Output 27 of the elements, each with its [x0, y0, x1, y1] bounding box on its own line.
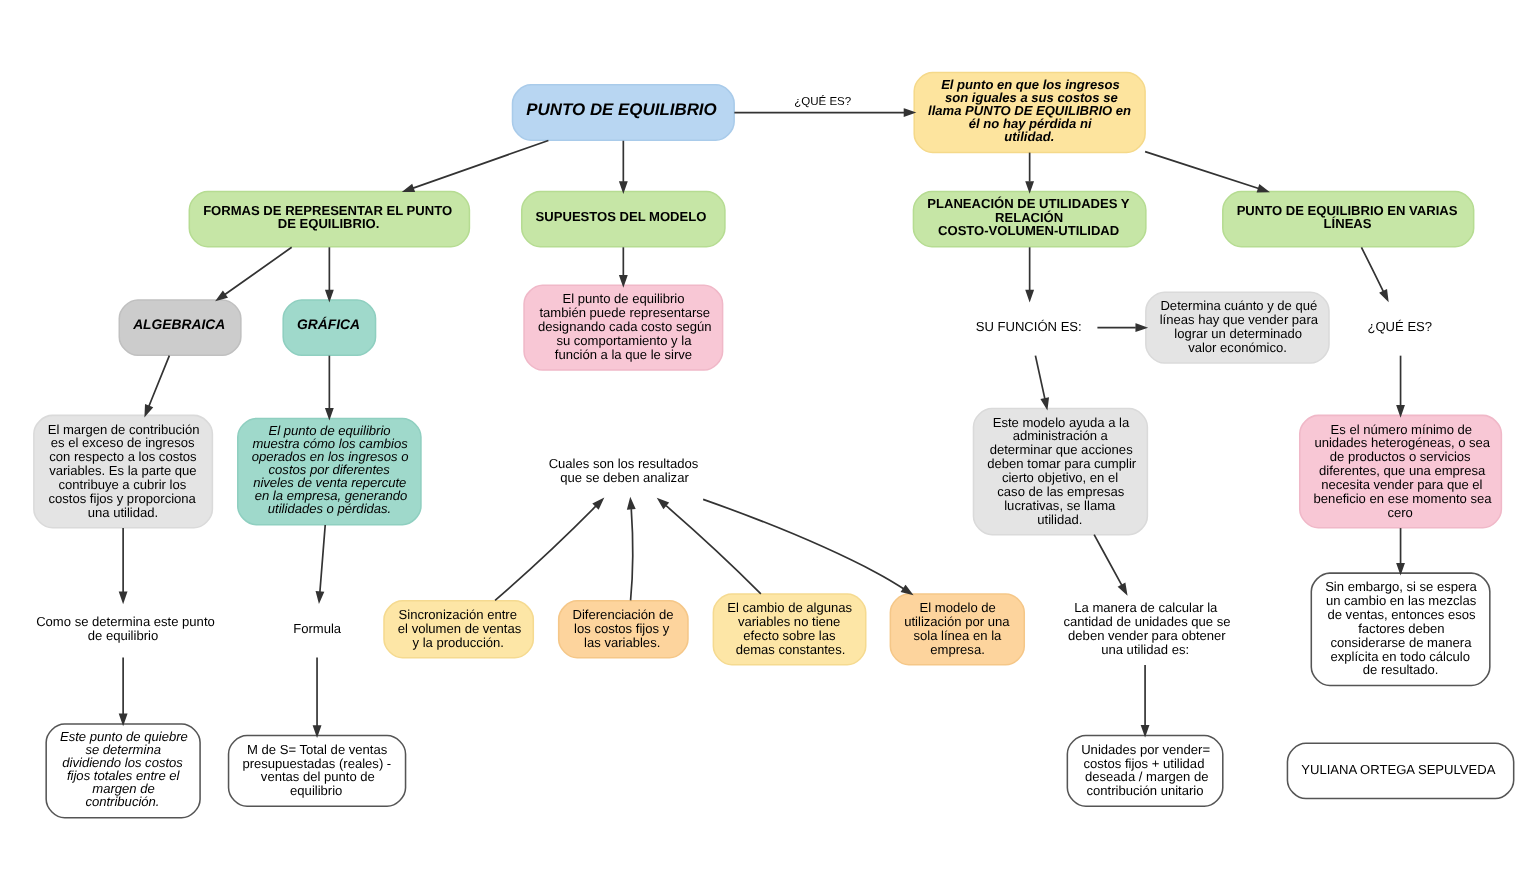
arrow — [144, 353, 171, 417]
arrow — [118, 526, 128, 604]
arrow — [1034, 353, 1050, 410]
arrow — [1093, 532, 1128, 595]
arrow — [656, 496, 762, 594]
arrow — [118, 655, 128, 726]
arrow — [1096, 322, 1149, 332]
arrow — [315, 523, 327, 603]
arrow — [626, 495, 636, 601]
arrow — [1140, 663, 1150, 737]
arrow — [618, 138, 628, 193]
arrow — [702, 497, 914, 595]
arrow — [324, 245, 334, 302]
arrow — [1360, 245, 1389, 302]
arrow — [1025, 150, 1035, 193]
arrow — [312, 655, 322, 737]
arrow — [618, 245, 628, 287]
arrow — [1396, 353, 1405, 417]
arrow — [215, 245, 293, 301]
arrow — [1396, 526, 1405, 575]
node-box: PUNTO DE EQUILIBRIO — [511, 83, 735, 141]
arrow — [324, 353, 334, 420]
arrow — [733, 107, 917, 116]
arrow — [1144, 149, 1270, 192]
arrow — [494, 496, 605, 601]
arrow — [1025, 245, 1035, 302]
arrow — [401, 138, 550, 192]
